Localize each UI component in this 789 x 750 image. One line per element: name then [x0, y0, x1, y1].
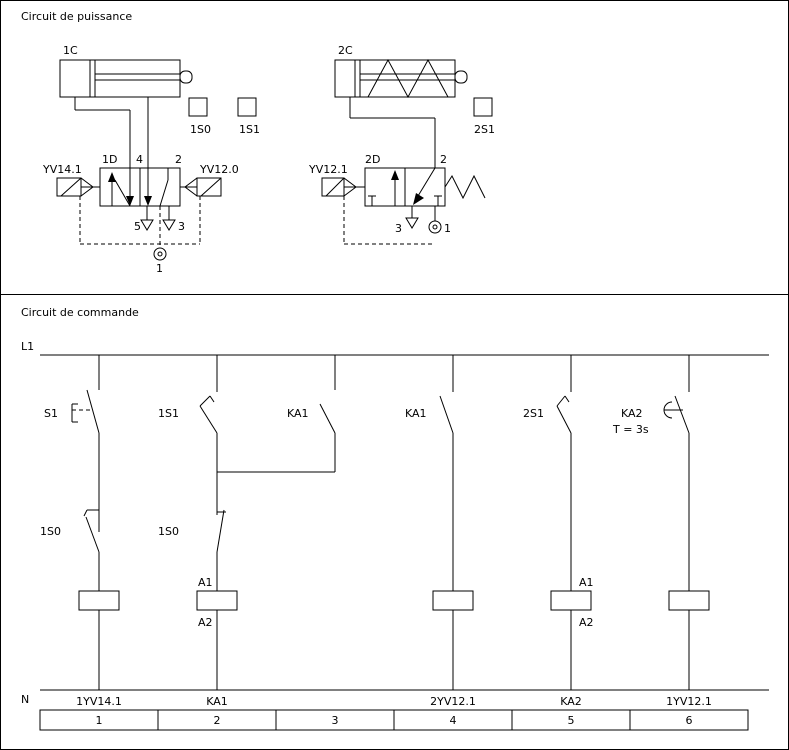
coil-label-1: 1YV14.1: [76, 695, 122, 708]
valve-1d-port-a: 4: [136, 153, 143, 166]
contact-2s1-label: 2S1: [523, 407, 544, 420]
contact-1s0-label: 1S0: [40, 525, 61, 538]
contact-1s0-label-2: 1S0: [158, 525, 179, 538]
cylinder-1c: [59, 59, 193, 178]
rung-4: [432, 355, 474, 690]
rung-3: [319, 355, 336, 472]
rung-number-table: [39, 709, 749, 731]
cylinder-2c-label: 2C: [338, 44, 353, 57]
contact-ka1-label: KA1: [287, 407, 309, 420]
coil-label-5: KA2: [560, 695, 582, 708]
contact-ka2-label: KA2: [621, 407, 643, 420]
power-circuit-title: Circuit de puissance: [21, 10, 132, 23]
timer-setting: T = 3s: [612, 423, 649, 436]
valve-2d-label: 2D: [365, 153, 380, 166]
valve-1d-solenoid-right: YV12.0: [199, 163, 239, 176]
sensor-2s1: [473, 97, 493, 117]
contact-s1-label: S1: [44, 407, 58, 420]
valve-1d-solenoid-left: YV14.1: [42, 163, 82, 176]
rung-5: [550, 355, 592, 690]
rung-6: [663, 355, 710, 690]
line-l1-label: L1: [21, 340, 34, 353]
rung-number-2: 2: [214, 714, 221, 727]
sensor-1s1-label: 1S1: [239, 123, 260, 136]
rung-number-6: 6: [686, 714, 693, 727]
valve-1d-exhaust-5: 5: [134, 220, 141, 233]
contact-1s1-label: 1S1: [158, 407, 179, 420]
sensor-1s0: [188, 97, 208, 117]
rung-number-5: 5: [568, 714, 575, 727]
sensor-1s1: [237, 97, 257, 117]
valve-1d-supply: 1: [156, 262, 163, 275]
sensor-2s1-label: 2S1: [474, 123, 495, 136]
rung-number-3: 3: [332, 714, 339, 727]
valve-1d: [56, 167, 222, 261]
valve-2d-port-b: 2: [440, 153, 447, 166]
valve-2d-exhaust: 3: [395, 222, 402, 235]
rung-2: [196, 355, 335, 690]
valve-1d-label: 1D: [102, 153, 117, 166]
valve-2d-solenoid: YV12.1: [308, 163, 348, 176]
control-circuit-title: Circuit de commande: [21, 306, 139, 319]
sensor-1s0-label: 1S0: [190, 123, 211, 136]
control-circuit-frame: [0, 294, 789, 750]
power-circuit-frame: [0, 0, 789, 295]
coil-label-4: 2YV12.1: [430, 695, 476, 708]
line-n-label: N: [21, 693, 29, 706]
rung-1: [71, 355, 120, 690]
rung-number-1: 1: [96, 714, 103, 727]
cylinder-2c: [334, 58, 468, 168]
valve-2d-supply: 1: [444, 222, 451, 235]
cylinder-1c-label: 1C: [63, 44, 78, 57]
coil-label-6: 1YV12.1: [666, 695, 712, 708]
coil-ka1-terminal-a1: A1: [198, 576, 213, 589]
contact-ka1-label-2: KA1: [405, 407, 427, 420]
coil-ka1-terminal-a2: A2: [198, 616, 213, 629]
valve-1d-port-b: 2: [175, 153, 182, 166]
rung-number-4: 4: [450, 714, 457, 727]
valve-2d: [321, 167, 486, 245]
coil-ka2-terminal-a2: A2: [579, 616, 594, 629]
coil-label-2: KA1: [206, 695, 228, 708]
valve-1d-exhaust-3: 3: [178, 220, 185, 233]
coil-ka2-terminal-a1: A1: [579, 576, 594, 589]
